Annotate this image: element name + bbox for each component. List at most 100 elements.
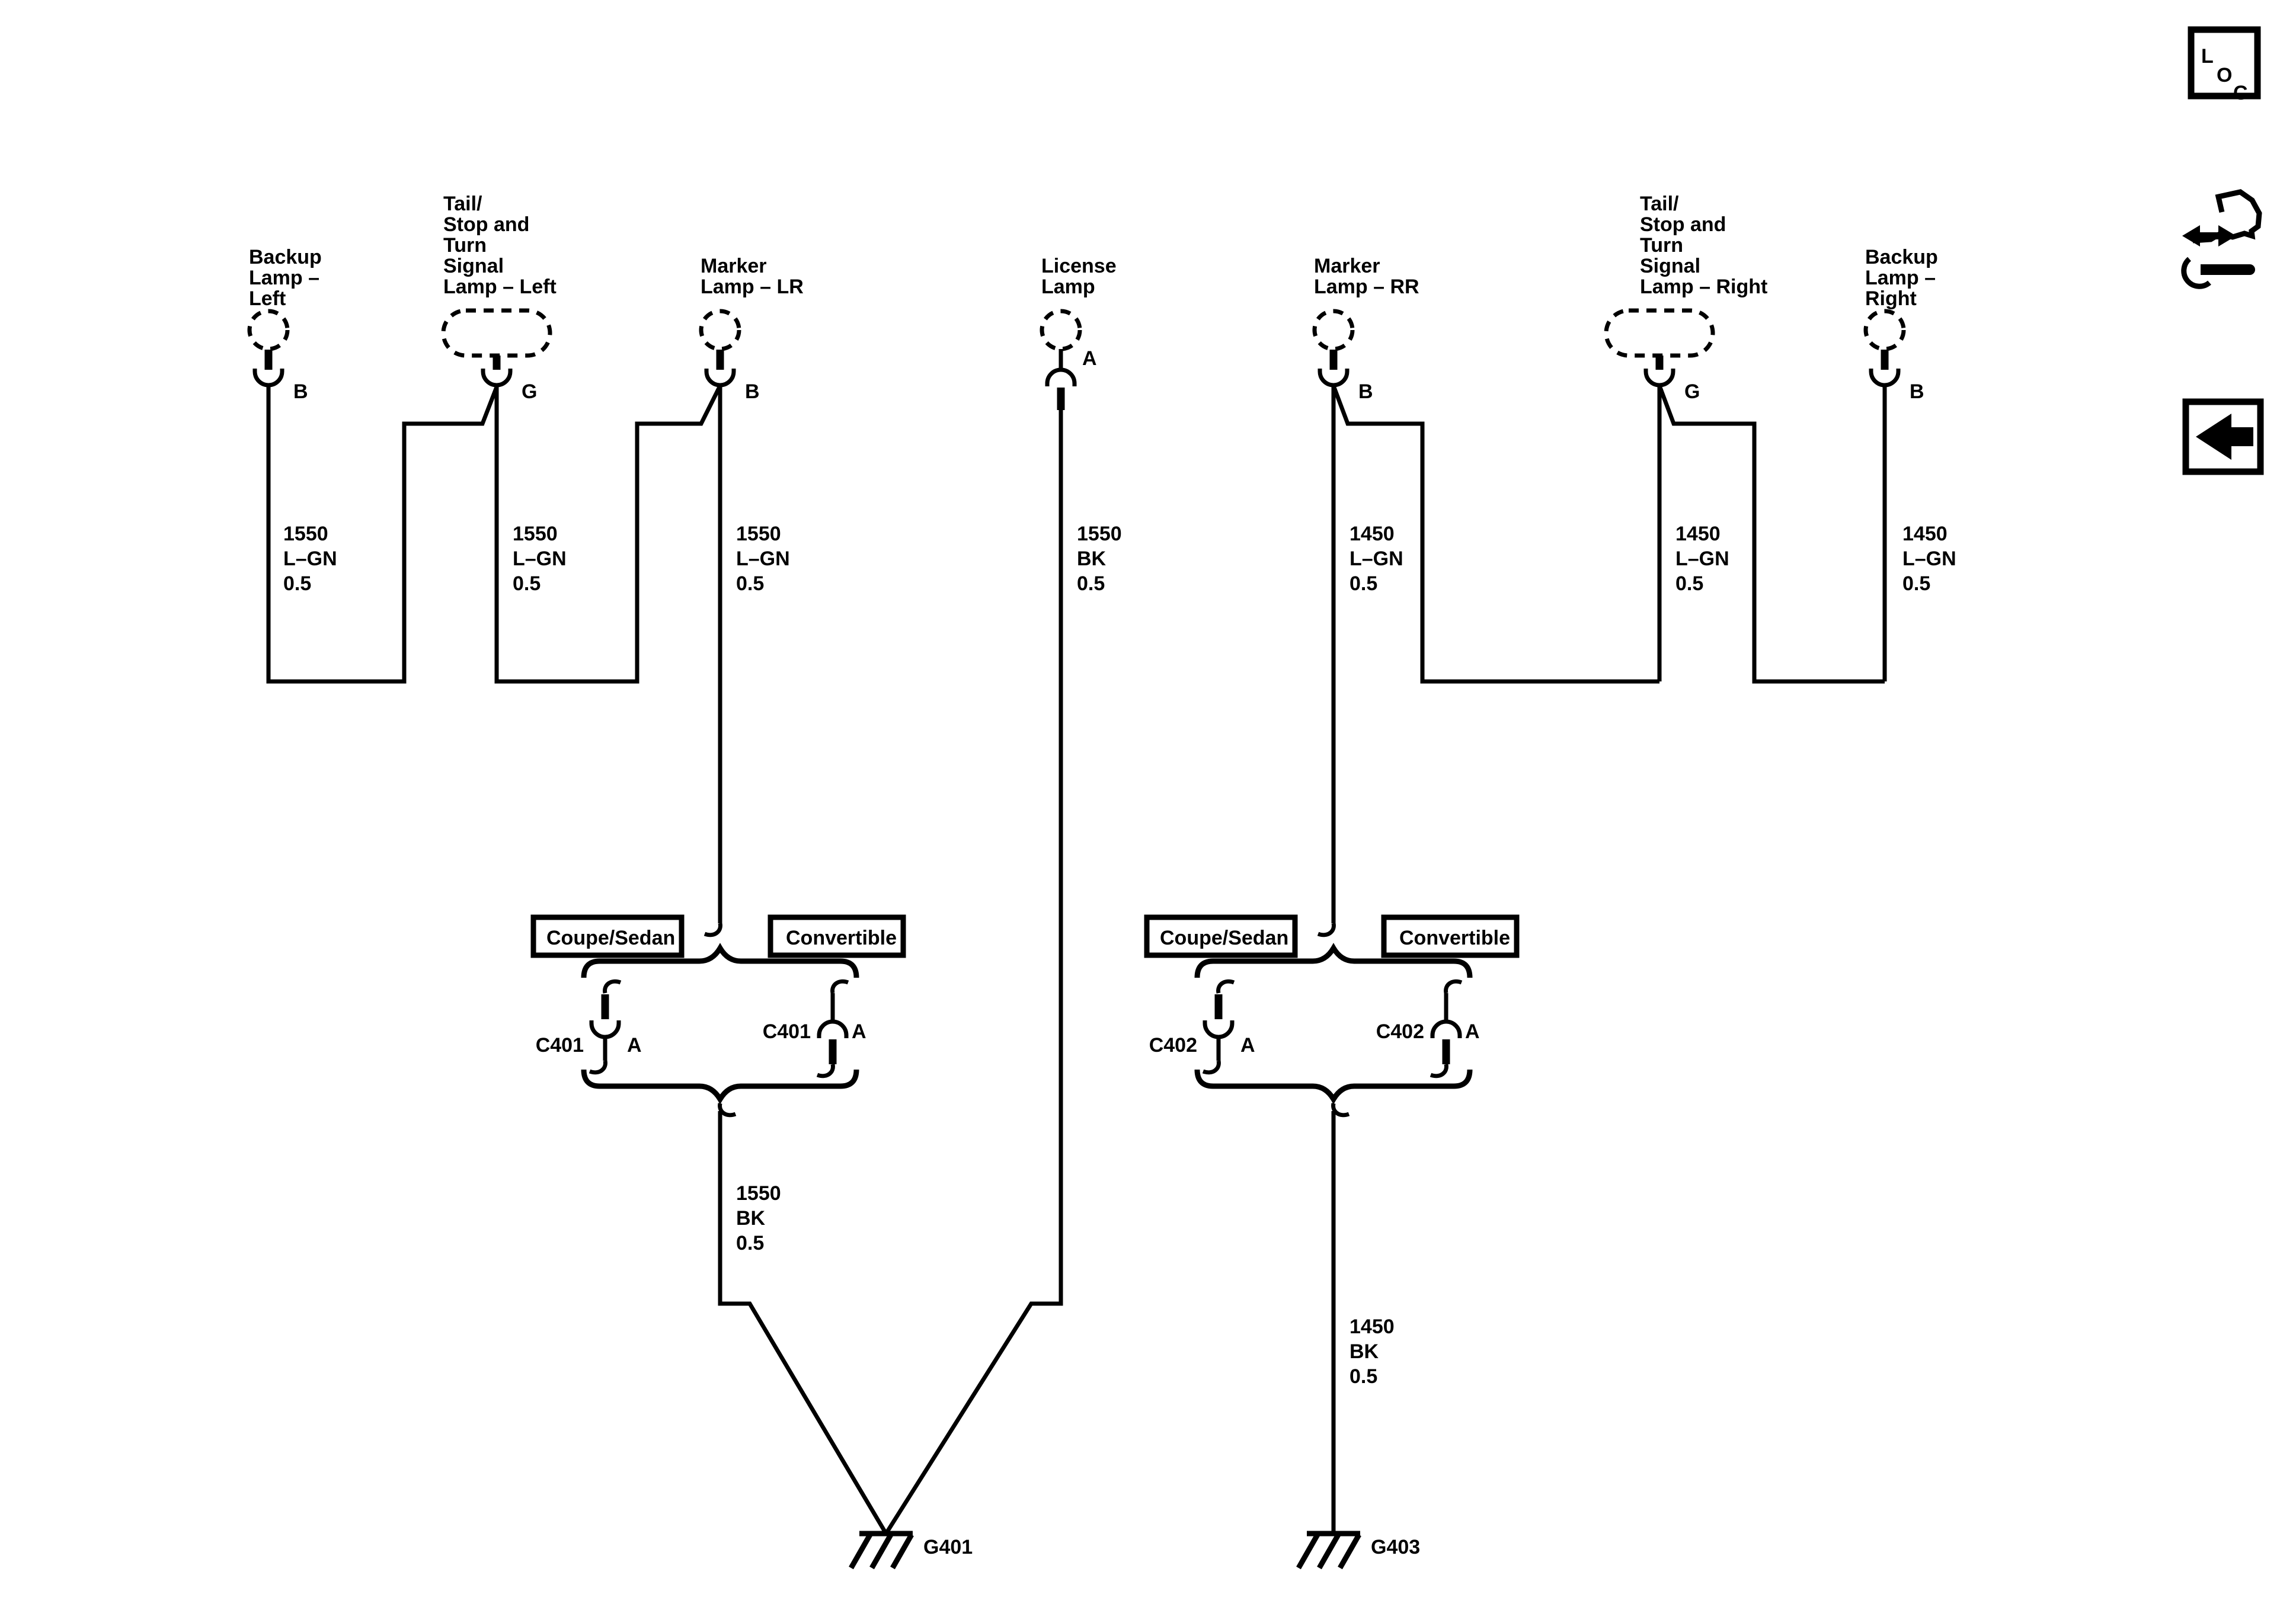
wrench-arrow-icon [2181,189,2262,289]
option-block-c401: Coupe/Sedan Convertible C401 A C401 A 15… [530,914,906,1254]
back-button[interactable] [2182,398,2264,475]
terminal-pin-icon [716,350,724,370]
lamp-bulb-icon [1312,309,1355,351]
terminal-cup-icon [704,369,736,388]
terminal-cup-icon [1203,1020,1235,1039]
ground-g401: G401 [849,1531,973,1570]
option-box-coupe-sedan [1144,914,1298,958]
lamp-marker-rr: Marker Lamp – RR B 1450 L–GN 0.5 [1312,255,1419,595]
connector-id: C401 [536,1034,584,1057]
option-block-c402: Coupe/Sedan Convertible C402 A C402 A 14… [1144,914,1520,1388]
wire-break-icon [816,1064,835,1078]
lamp-label: Marker Lamp – LR [701,255,804,298]
terminal-id: B [745,380,760,403]
wire-backup-left-to-tail-left [266,385,499,684]
ground-id: G403 [1371,1536,1420,1558]
lamp-license: License Lamp A 1550 BK 0.5 [1040,255,1127,595]
terminal-id: B [1910,380,1924,403]
option-brace-top-icon [581,943,859,978]
option-brace-bottom-icon [581,1069,859,1105]
terminal-pin-icon [493,356,501,370]
option-brace-bottom-icon [1194,1069,1473,1105]
ground-id: G401 [923,1536,973,1558]
lamp-backup-right: Backup Lamp – Right B 1450 L–GN 0.5 [1863,246,1962,595]
wiring-right-group [1331,385,1887,1534]
loc-button[interactable]: L O C [2188,26,2261,104]
option-label: Coupe/Sedan [546,927,675,949]
terminal-cup-icon [817,1019,849,1038]
loc-letter-c: C [2233,82,2248,104]
lamp-bulb-icon [699,309,741,351]
terminal-id: A [1082,347,1097,370]
terminal-id: A [627,1034,642,1057]
terminal-pin-icon [1881,350,1889,370]
lamp-bulb-icon [247,309,290,351]
terminal-pin-icon [1214,994,1223,1019]
terminal-pin-icon [601,994,609,1019]
lamp-label: Tail/ Stop and Turn Signal Lamp – Right [1640,193,1767,298]
double-arrow-icon [2182,225,2236,247]
wire-spec: 1450 L–GN 0.5 [1350,523,1409,595]
wire-break-icon [1331,1103,1350,1118]
terminal-cup-icon [1318,369,1350,388]
option-box-convertible [768,914,906,958]
terminal-id: B [1358,380,1373,403]
lamp-backup-left: Backup Lamp – Left B 1550 L–GN 0.5 [247,246,337,595]
wire-break-icon [830,979,849,994]
lamp-label: License Lamp [1041,255,1122,298]
wire-break-icon [1444,979,1463,994]
wire-spec: 1450 L–GN 0.5 [1902,523,1962,595]
back-arrow-icon [2196,414,2253,460]
wire-spec: 1450 L–GN 0.5 [1675,523,1735,595]
terminal-pin-icon [264,350,273,370]
lamp-tail-stop-turn-right: Tail/ Stop and Turn Signal Lamp – Right … [1604,193,1767,595]
terminal-pin-icon [1057,388,1065,410]
lamp-bulb-icon [1040,309,1082,351]
option-box-convertible [1381,914,1520,958]
wiring-left-group [266,385,1063,1535]
loc-letter-o: O [2217,64,2232,87]
ground-hatch-icon [1296,1533,1361,1570]
wire-break-icon [718,1103,737,1118]
wire-break-icon [1317,923,1336,937]
wire-spec: 1550 L–GN 0.5 [513,523,572,595]
connector-id: C402 [1149,1034,1197,1057]
terminal-id: B [293,380,308,403]
terminal-id: A [852,1020,866,1043]
loc-box-icon [2188,26,2261,100]
wire-spec: 1550 L–GN 0.5 [736,523,795,595]
lamp-bulb-icon [1863,309,1906,351]
wire-marker-rr-to-tail-right [1331,385,1659,684]
terminal-cup-icon [1430,1019,1462,1038]
option-label: Convertible [1399,927,1510,949]
option-brace-top-icon [1194,943,1473,978]
ground-hatch-icon [849,1533,914,1570]
wire-break-icon [1216,979,1235,994]
terminal-cup-icon [589,1020,621,1039]
wire-break-icon [1202,1060,1221,1075]
lamp-tail-stop-turn-left: Tail/ Stop and Turn Signal Lamp – Left G… [441,193,572,595]
terminal-id: A [1240,1034,1255,1057]
terminal-pin-icon [829,1039,837,1064]
lamp-label: Marker Lamp – RR [1314,255,1419,298]
terminal-pin-icon [1442,1039,1450,1064]
option-label: Convertible [786,927,897,949]
terminal-cup-icon [1643,369,1675,388]
loc-letter-l: L [2201,45,2214,68]
wire-break-icon [589,1060,607,1075]
wire-spec: 1550 BK 0.5 [736,1182,786,1254]
wire-tail-left-to-marker-lr [494,385,722,684]
wire-break-icon [603,979,622,994]
wire-spec: 1550 BK 0.5 [1077,523,1127,595]
wire-break-icon [703,923,722,937]
terminal-pin-icon [1655,356,1664,370]
connector-id: C401 [763,1020,811,1043]
wrench-handle-icon [2201,264,2255,275]
lamp-assembly-icon [441,308,552,358]
lamp-assembly-icon [1604,308,1715,358]
terminal-id: A [1465,1020,1480,1043]
lamp-label: Backup Lamp – Right [1865,246,1943,310]
option-box-coupe-sedan [530,914,685,958]
repair-instructions-button[interactable] [2181,189,2262,289]
